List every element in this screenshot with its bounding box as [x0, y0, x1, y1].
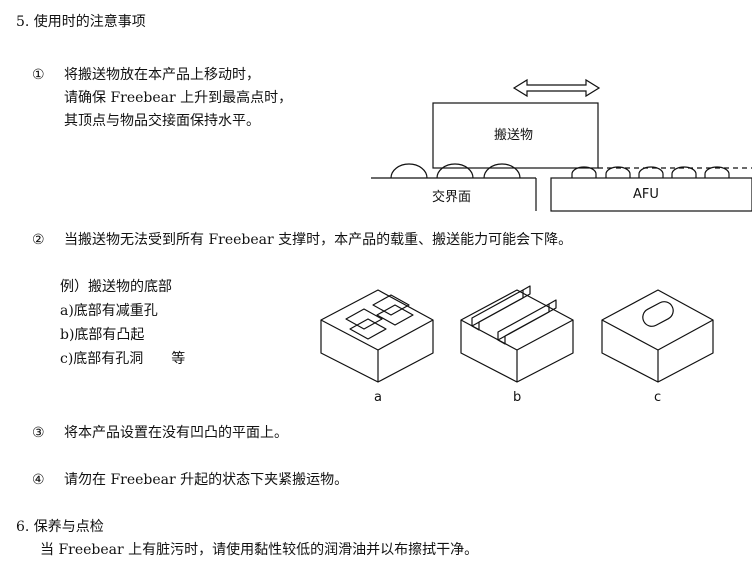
item-2-text: 当搬送物无法受到所有 Freebear 支撑时，本产品的载重、搬送能力可能会下降…	[64, 232, 573, 248]
boundary-label: 交界面	[432, 190, 472, 205]
double-arrow-icon	[512, 78, 601, 98]
figure-label-b: b	[513, 390, 522, 405]
shape-c-hole	[601, 289, 714, 383]
example-c: c)底部有孔洞 等	[60, 351, 186, 367]
item-3-marker: ③	[32, 425, 45, 441]
item-1-marker: ①	[32, 67, 45, 83]
shape-a-lightening-holes	[320, 289, 434, 383]
example-a: a)底部有减重孔	[60, 303, 158, 319]
section-6-heading: 6. 保养与点检	[16, 519, 104, 535]
item-1-line-2: 请确保 Freebear 上升到最高点时，	[64, 90, 293, 106]
item-1-line-1: 将搬送物放在本产品上移动时，	[64, 67, 260, 83]
item-1-line-3: 其顶点与物品交接面保持水平。	[64, 113, 260, 129]
section-6-text: 当 Freebear 上有脏污时，请使用黏性较低的润滑油并以布擦拭干净。	[40, 542, 479, 558]
figure-label-c: c	[654, 390, 662, 405]
example-b: b)底部有凸起	[60, 327, 145, 343]
afu-label: AFU	[633, 187, 659, 202]
item-3-text: 将本产品设置在没有凹凸的平面上。	[64, 425, 288, 441]
figure-label-a: a	[374, 390, 382, 405]
shape-b-protrusions	[460, 285, 574, 383]
load-label: 搬送物	[494, 128, 534, 143]
item-2-marker: ②	[32, 232, 45, 248]
section-5-heading: 5. 使用时的注意事项	[16, 14, 146, 30]
item-4-marker: ④	[32, 472, 45, 488]
item-4-text: 请勿在 Freebear 升起的状态下夹紧搬运物。	[64, 472, 349, 488]
example-title: 例）搬送物的底部	[60, 279, 172, 295]
